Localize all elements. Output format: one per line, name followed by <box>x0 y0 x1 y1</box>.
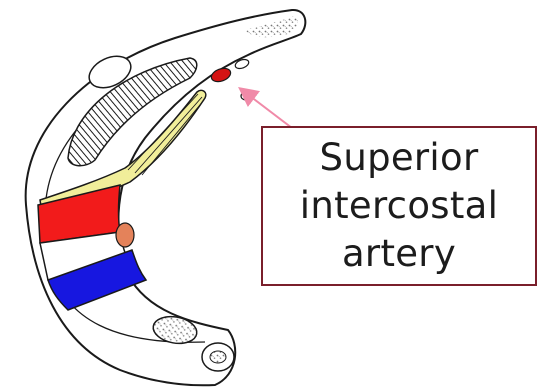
pointer-arrow <box>246 93 292 128</box>
lymph-node <box>116 223 134 247</box>
callout-box: Superior intercostal artery <box>261 126 537 286</box>
callout-line-1: Superior <box>320 134 479 182</box>
callout-line-2: intercostal <box>300 182 498 230</box>
rib-cut-end-inner <box>210 351 226 363</box>
callout-line-3: artery <box>342 230 456 278</box>
